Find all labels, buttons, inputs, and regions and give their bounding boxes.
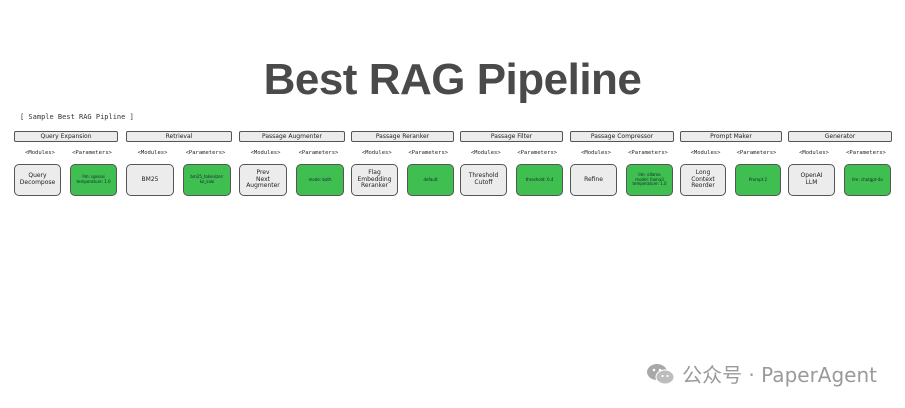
parameter-box: llm: chatgpt-4o: [844, 164, 891, 196]
parameters-header: <Parameters>: [185, 150, 226, 156]
stage-label: Passage Augmenter: [239, 131, 345, 142]
module-box: Long Context Reorder: [680, 164, 726, 196]
parameters-header: <Parameters>: [736, 150, 777, 156]
module-box: Flag Embedding Reranker: [351, 164, 398, 196]
stage-label: Passage Reranker: [351, 131, 454, 142]
pipeline-stage: Passage Augmenter <Modules> <Parameters>…: [239, 131, 345, 201]
parameters-header: <Parameters>: [298, 150, 339, 156]
module-box: Query Decompose: [14, 164, 61, 196]
pipeline-stage: Generator <Modules> <Parameters> OpenAI …: [788, 131, 892, 201]
stage-label: Prompt Maker: [680, 131, 782, 142]
pipeline-stage: Passage Reranker <Modules> <Parameters> …: [351, 131, 454, 201]
modules-header: <Modules>: [690, 150, 721, 156]
modules-header: <Modules>: [250, 150, 281, 156]
module-box: OpenAI LLM: [788, 164, 835, 196]
parameter-box: llm: openai temperature: 1.0: [70, 164, 117, 196]
stage-label: Retrieval: [126, 131, 232, 142]
parameters-header: <Parameters>: [408, 150, 449, 156]
modules-header: <Modules>: [581, 150, 611, 156]
module-box: Prev Next Augmenter: [239, 164, 287, 196]
stage-label: Query Expansion: [14, 131, 118, 142]
parameter-box: llm: ollama model: llama3 temperature: 1…: [626, 164, 673, 196]
modules-header: <Modules>: [137, 150, 168, 156]
modules-header: <Modules>: [799, 150, 829, 156]
pipeline-subtitle: [ Sample Best RAG Pipline ]: [20, 113, 134, 121]
parameters-header: <Parameters>: [846, 150, 886, 156]
stage-label: Generator: [788, 131, 892, 142]
module-box: Refine: [570, 164, 617, 196]
modules-header: <Modules>: [470, 150, 501, 156]
parameters-header: <Parameters>: [628, 150, 668, 156]
pipeline-stage: Prompt Maker <Modules> <Parameters> Long…: [680, 131, 782, 201]
pipeline-stage: Passage Filter <Modules> <Parameters> Th…: [460, 131, 563, 201]
parameter-box: bm25_tokenizer: ko_kiwi: [183, 164, 231, 196]
stage-label: Passage Compressor: [570, 131, 674, 142]
wechat-icon: [647, 363, 675, 384]
parameters-header: <Parameters>: [72, 150, 112, 156]
module-box: Threshold Cutoff: [460, 164, 507, 196]
parameter-box: threshold: 0.4: [516, 164, 563, 196]
module-box: BM25: [126, 164, 174, 196]
parameters-header: <Parameters>: [517, 150, 558, 156]
modules-header: <Modules>: [25, 150, 55, 156]
pipeline-stage: Retrieval <Modules> <Parameters> BM25 bm…: [126, 131, 232, 201]
pipeline-stage: Passage Compressor <Modules> <Parameters…: [570, 131, 674, 201]
parameter-box: default: [407, 164, 454, 196]
watermark-text: 公众号 · PaperAgent: [682, 363, 877, 387]
parameter-box: mode: both: [296, 164, 344, 196]
watermark: 公众号 · PaperAgent: [646, 359, 877, 388]
parameter-box: Prompt 2: [735, 164, 781, 196]
page-title: Best RAG Pipeline: [263, 55, 642, 104]
modules-header: <Modules>: [361, 150, 392, 156]
pipeline-stage: Query Expansion <Modules> <Parameters> Q…: [14, 131, 118, 201]
stage-label: Passage Filter: [460, 131, 563, 142]
